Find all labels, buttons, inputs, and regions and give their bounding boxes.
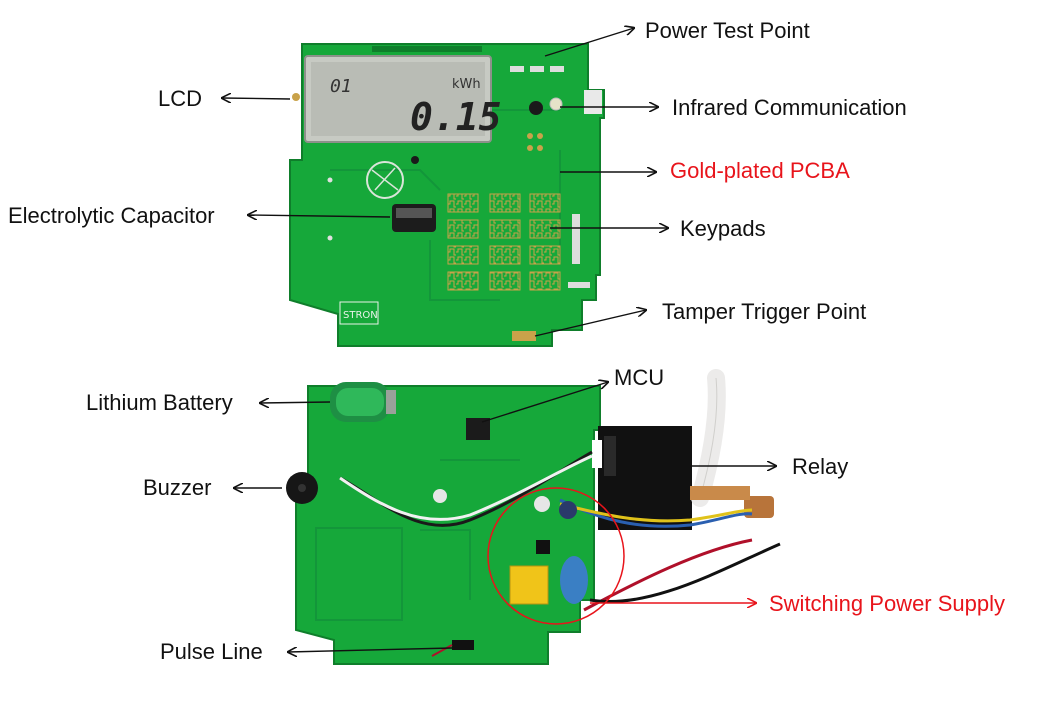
callout-arrows bbox=[222, 28, 776, 652]
label-lithium-battery: Lithium Battery bbox=[86, 390, 233, 415]
label-power-test-point: Power Test Point bbox=[645, 18, 810, 43]
lcd-unit: kWh bbox=[452, 77, 481, 92]
lithium-battery bbox=[330, 382, 396, 422]
electrolytic-capacitor bbox=[392, 204, 436, 232]
label-lcd: LCD bbox=[158, 86, 203, 111]
infrared-components bbox=[529, 90, 602, 115]
label-gold-plated-pcba: Gold-plated PCBA bbox=[670, 158, 850, 183]
lcd-display: 01 kWh 0.15 bbox=[304, 55, 502, 143]
tamper-trigger-pad bbox=[512, 331, 536, 341]
label-infrared-communication: Infrared Communication bbox=[672, 95, 907, 120]
lcd-top-digits: 01 bbox=[330, 76, 352, 97]
label-mcu: MCU bbox=[614, 365, 665, 390]
label-pulse-line: Pulse Line bbox=[160, 639, 263, 664]
relay bbox=[592, 426, 692, 530]
pulse-line-component bbox=[452, 640, 474, 650]
switching-power-supply-components bbox=[433, 489, 588, 605]
svg-text:STRON: STRON bbox=[343, 310, 378, 321]
keypad-grid bbox=[447, 193, 561, 291]
switching-power-supply-highlight bbox=[487, 487, 625, 625]
mcu-chip bbox=[466, 418, 490, 440]
bottom-pcb-board bbox=[286, 369, 781, 665]
label-keypads: Keypads bbox=[680, 216, 766, 241]
power-test-point-pads bbox=[510, 66, 564, 72]
stron-logo: STRON bbox=[339, 301, 379, 325]
label-tamper-trigger-point: Tamper Trigger Point bbox=[662, 299, 867, 324]
label-electrolytic-capacitor: Electrolytic Capacitor bbox=[8, 203, 215, 228]
label-buzzer: Buzzer bbox=[143, 475, 212, 500]
label-relay: Relay bbox=[792, 454, 849, 479]
top-pcb-board: 01 kWh 0.15 bbox=[289, 43, 605, 347]
lcd-reading: 0.15 bbox=[410, 95, 502, 139]
label-switching-power-supply: Switching Power Supply bbox=[769, 591, 1006, 616]
